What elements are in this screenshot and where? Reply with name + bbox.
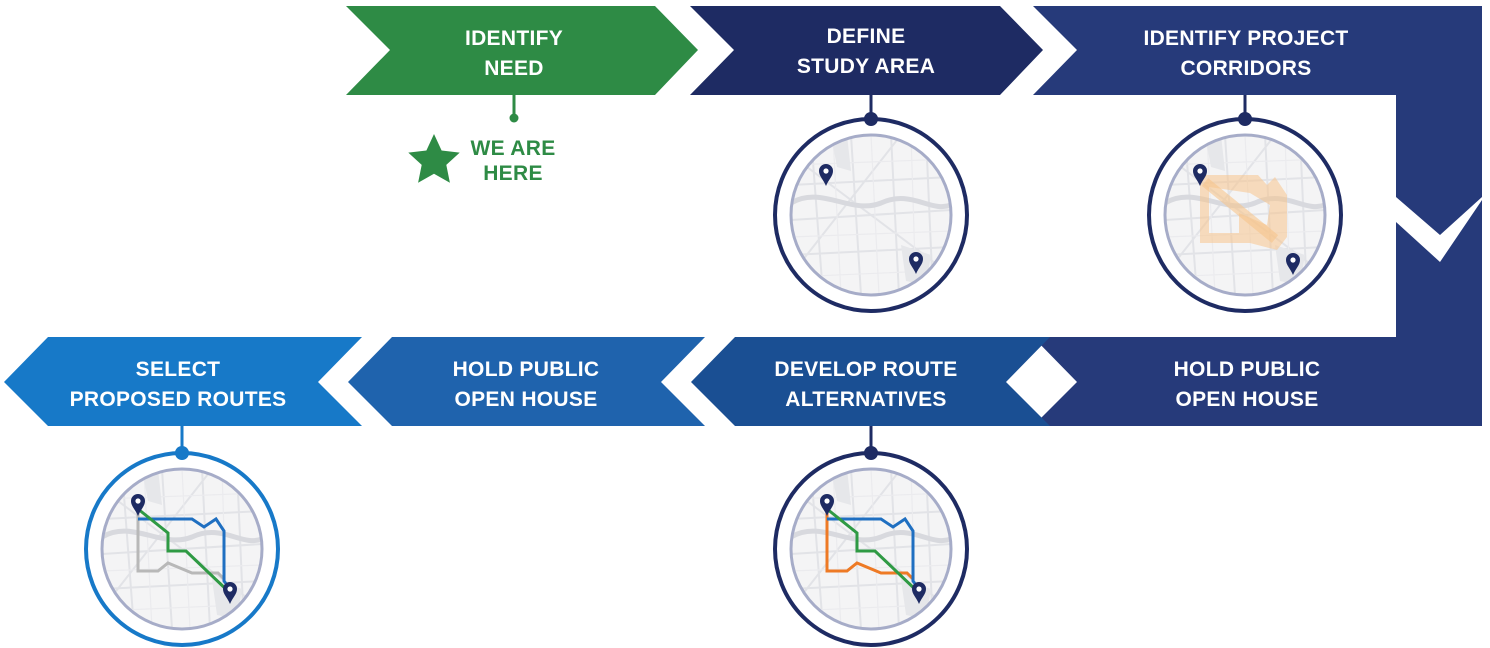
step-arrow-define-study-area (690, 6, 1043, 95)
step-label-open-house-1-line2: OPEN HOUSE (1175, 388, 1318, 411)
step-arrow-identify-project-corridors (1033, 6, 1482, 235)
route-green (826, 507, 921, 595)
step-label-corridors-line2: CORRIDORS (1180, 57, 1311, 80)
step-arrow-hold-public-open-house-2 (348, 337, 705, 426)
star-icon (408, 134, 460, 183)
step-arrow-identify-need (346, 6, 698, 95)
step-label-identify-need-line2: NEED (484, 57, 544, 80)
step-label-develop-line2: ALTERNATIVES (785, 388, 947, 411)
step-label-select-line2: PROPOSED ROUTES (70, 388, 287, 411)
step-label-develop-line1: DEVELOP ROUTE (774, 358, 957, 381)
map-project-corridors (1147, 112, 1343, 313)
map-route-alternatives (773, 446, 969, 647)
route-orange (825, 511, 915, 581)
step-arrow-develop-route-alternatives (691, 337, 1050, 426)
route-blue (827, 516, 921, 590)
step-label-open-house-2-line2: OPEN HOUSE (454, 388, 597, 411)
we-are-here-line2: HERE (483, 162, 543, 185)
route-green (137, 507, 232, 595)
route-blue (138, 516, 232, 590)
step-label-open-house-2-line1: HOLD PUBLIC (453, 358, 600, 381)
map-proposed-routes (84, 446, 280, 647)
step-label-define-line1: DEFINE (827, 25, 906, 48)
map-define-study-area (773, 112, 969, 313)
we-are-here-line1: WE ARE (470, 137, 555, 160)
step-label-define-line2: STUDY AREA (797, 55, 935, 78)
route-gray (136, 511, 226, 581)
connector-dot-here (509, 113, 519, 123)
we-are-here-marker: WE ARE HERE (408, 134, 555, 185)
step-label-identify-need-line1: IDENTIFY (465, 27, 563, 50)
step-label-corridors-line1: IDENTIFY PROJECT (1143, 27, 1348, 50)
step-arrow-select-proposed-routes (4, 337, 362, 426)
step-label-open-house-1-line1: HOLD PUBLIC (1174, 358, 1321, 381)
step-arrow-hold-public-open-house-1 (1033, 200, 1482, 426)
step-label-select-line1: SELECT (136, 358, 221, 381)
